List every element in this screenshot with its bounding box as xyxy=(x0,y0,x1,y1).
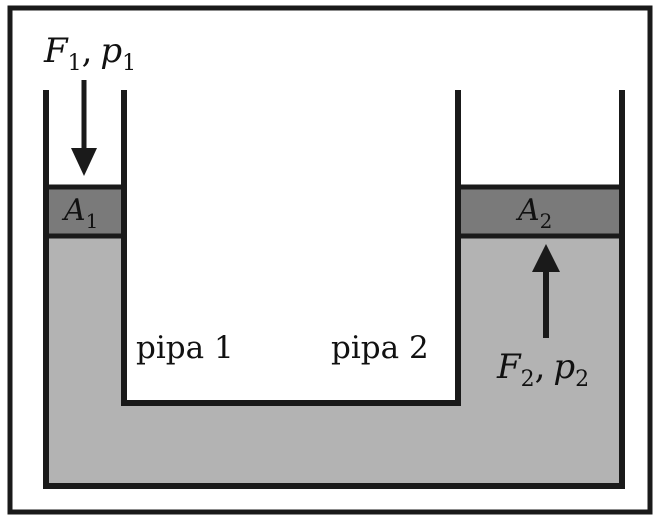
area1-subscript: 1 xyxy=(86,209,99,233)
force1-separator: , xyxy=(82,31,93,71)
force2-pressure2-label: F2,p2 xyxy=(496,347,589,392)
force1-symbol: F xyxy=(43,31,69,71)
pipe2-label: pipa 2 xyxy=(331,330,429,366)
force2-arrow-head xyxy=(532,244,560,272)
pressure1-subscript: 1 xyxy=(122,51,136,76)
pressure2-symbol: p xyxy=(553,347,575,387)
force1-pressure1-label: F1,p1 xyxy=(43,31,136,76)
force2-subscript: 2 xyxy=(521,367,535,392)
area1-symbol: A xyxy=(61,193,86,228)
force2-symbol: F xyxy=(496,347,522,387)
pressure1-symbol: p xyxy=(100,31,122,71)
pressure2-subscript: 2 xyxy=(575,367,589,392)
area1-label: A1 xyxy=(61,193,98,233)
hydraulic-fluid xyxy=(46,236,622,486)
force1-arrow-head xyxy=(71,148,97,176)
container-inner-wall xyxy=(121,90,461,406)
force2-separator: , xyxy=(535,347,546,387)
pipe1-label: pipa 1 xyxy=(136,330,234,366)
force1-subscript: 1 xyxy=(68,51,82,76)
area2-label: A2 xyxy=(515,193,552,233)
area2-subscript: 2 xyxy=(540,209,553,233)
container-outer-wall xyxy=(43,90,625,489)
area2-symbol: A xyxy=(515,193,540,228)
